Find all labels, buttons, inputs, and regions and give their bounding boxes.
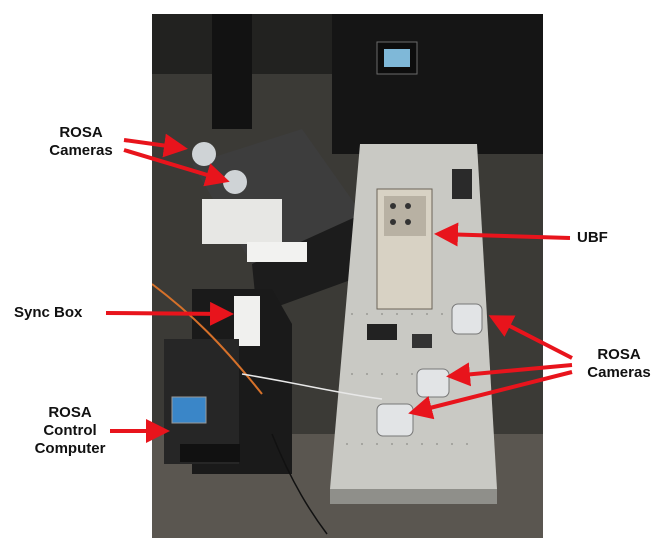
keyboard [180,444,240,462]
cable-black [271,433,328,535]
label-rosa-cameras-right: ROSA Cameras [574,346,664,382]
camera-right-1 [451,303,483,335]
label-line: Cameras [49,142,113,159]
label-rosa-cameras-top-left: ROSA Cameras [36,124,126,160]
camera-right-2 [416,368,450,398]
optics-mount-3 [452,169,472,199]
sync-box [234,296,260,346]
label-rosa-control-computer: ROSA Control Computer [30,404,110,458]
label-line: ROSA [597,346,641,363]
support-post [212,14,252,129]
power-strip [247,242,307,262]
white-electronics-box [202,199,282,244]
camera-top-left-2 [223,170,247,194]
back-optical-table [332,14,543,154]
computer-monitor [171,396,207,424]
monitor-back [376,41,418,75]
cable-orange [152,283,263,395]
ubf-top-plate [384,196,426,236]
label-line: ROSA [48,404,92,421]
main-table-edge [330,489,497,504]
monitor-screen-back [384,49,410,67]
camera-top-left-1 [192,142,216,166]
optics-mount-1 [367,324,397,340]
left-table-side [252,214,367,314]
camera-right-3 [376,403,414,437]
label-line: Computer [34,440,106,457]
lab-setup-photo [152,14,543,538]
cable-white [241,373,383,400]
label-line: UBF [577,229,608,246]
optics-mount-2 [412,334,432,348]
label-ubf: UBF [577,229,617,247]
label-line: Control [43,422,97,439]
label-line: Cameras [587,364,651,381]
photo-illustration [152,14,543,538]
label-line: ROSA [59,124,103,141]
label-line: Sync Box [14,304,83,321]
label-sync-box: Sync Box [14,304,104,322]
